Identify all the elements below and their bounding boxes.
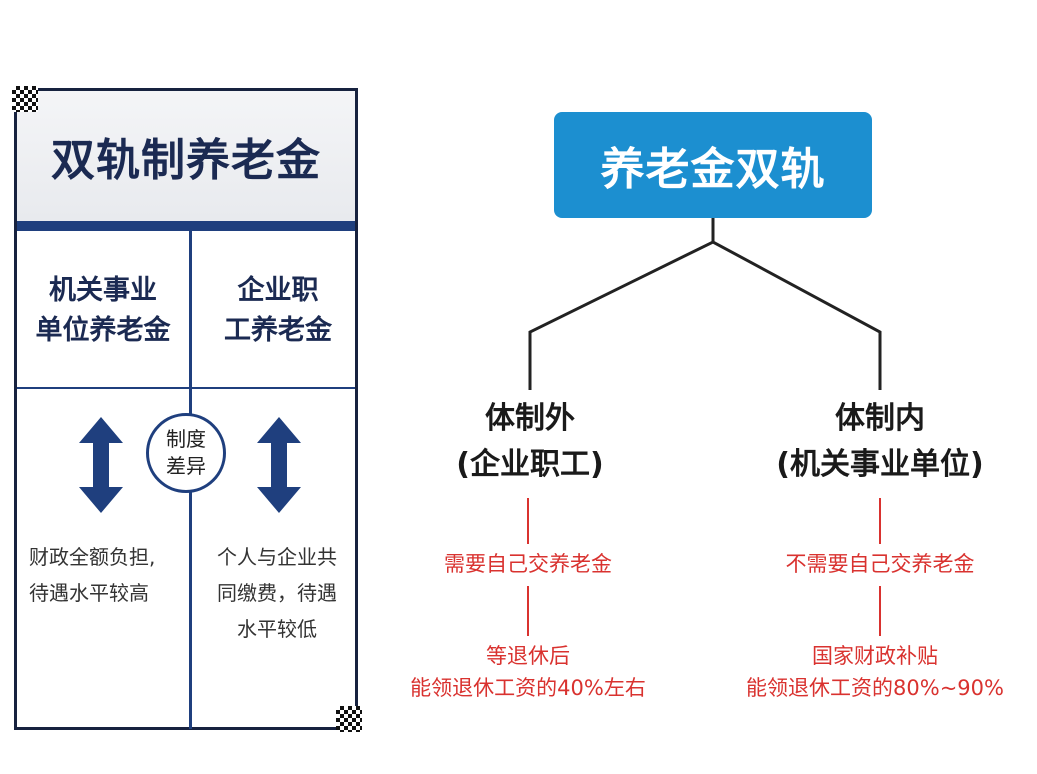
badge-line: 差异	[166, 454, 206, 478]
column-header-line: 工养老金	[224, 315, 332, 346]
branch-line: (企业职工)	[456, 447, 604, 482]
description-line: 待遇水平较高	[29, 581, 149, 605]
column-header-line: 单位养老金	[35, 315, 171, 346]
double-arrow-icon	[79, 417, 123, 513]
dual-track-card: 双轨制养老金 机关事业 单位养老金 企业职 工养老金 制度 差异 财政全额负担,…	[14, 88, 358, 730]
note-line: 国家财政补贴	[812, 644, 938, 668]
column-header-enterprise: 企业职 工养老金	[192, 271, 364, 351]
government-description: 财政全额负担, 待遇水平较高	[23, 539, 189, 611]
branch-line: 体制内	[835, 401, 925, 436]
column-header-line: 企业职	[237, 275, 319, 306]
right-pension-note: 国家财政补贴 能领退休工资的80%~90%	[730, 640, 1020, 704]
branch-line: (机关事业单位)	[776, 447, 984, 482]
left-contribution-note: 需要自己交养老金	[444, 552, 612, 576]
branch-connector	[528, 240, 882, 390]
description-line: 个人与企业共	[217, 545, 337, 569]
note-line: 等退休后	[486, 644, 570, 668]
branch-line: 体制外	[485, 401, 575, 436]
description-line: 水平较低	[237, 617, 317, 641]
double-arrow-icon	[257, 417, 301, 513]
system-difference-badge: 制度 差异	[146, 413, 226, 493]
header-divider	[17, 387, 355, 389]
column-header-line: 机关事业	[49, 275, 157, 306]
note-line: 能领退休工资的40%左右	[410, 676, 646, 700]
enterprise-description: 个人与企业共 同缴费，待遇 水平较低	[197, 539, 357, 647]
right-contribution-note: 不需要自己交养老金	[785, 552, 975, 576]
card-title: 双轨制养老金	[17, 91, 355, 221]
column-header-government: 机关事业 单位养老金	[17, 271, 189, 351]
branch-inside-system: 体制内 (机关事业单位)	[740, 396, 1020, 488]
branch-outside-system: 体制外 (企业职工)	[430, 396, 630, 488]
root-node: 养老金双轨	[554, 112, 872, 218]
description-line: 同缴费，待遇	[217, 581, 337, 605]
description-line: 财政全额负担,	[29, 545, 156, 569]
note-line: 能领退休工资的80%~90%	[746, 676, 1004, 700]
title-divider	[17, 221, 355, 231]
left-pension-note: 等退休后 能领退休工资的40%左右	[388, 640, 668, 704]
corner-pattern-icon	[336, 706, 362, 732]
badge-line: 制度	[166, 427, 206, 451]
corner-pattern-icon	[12, 86, 38, 112]
